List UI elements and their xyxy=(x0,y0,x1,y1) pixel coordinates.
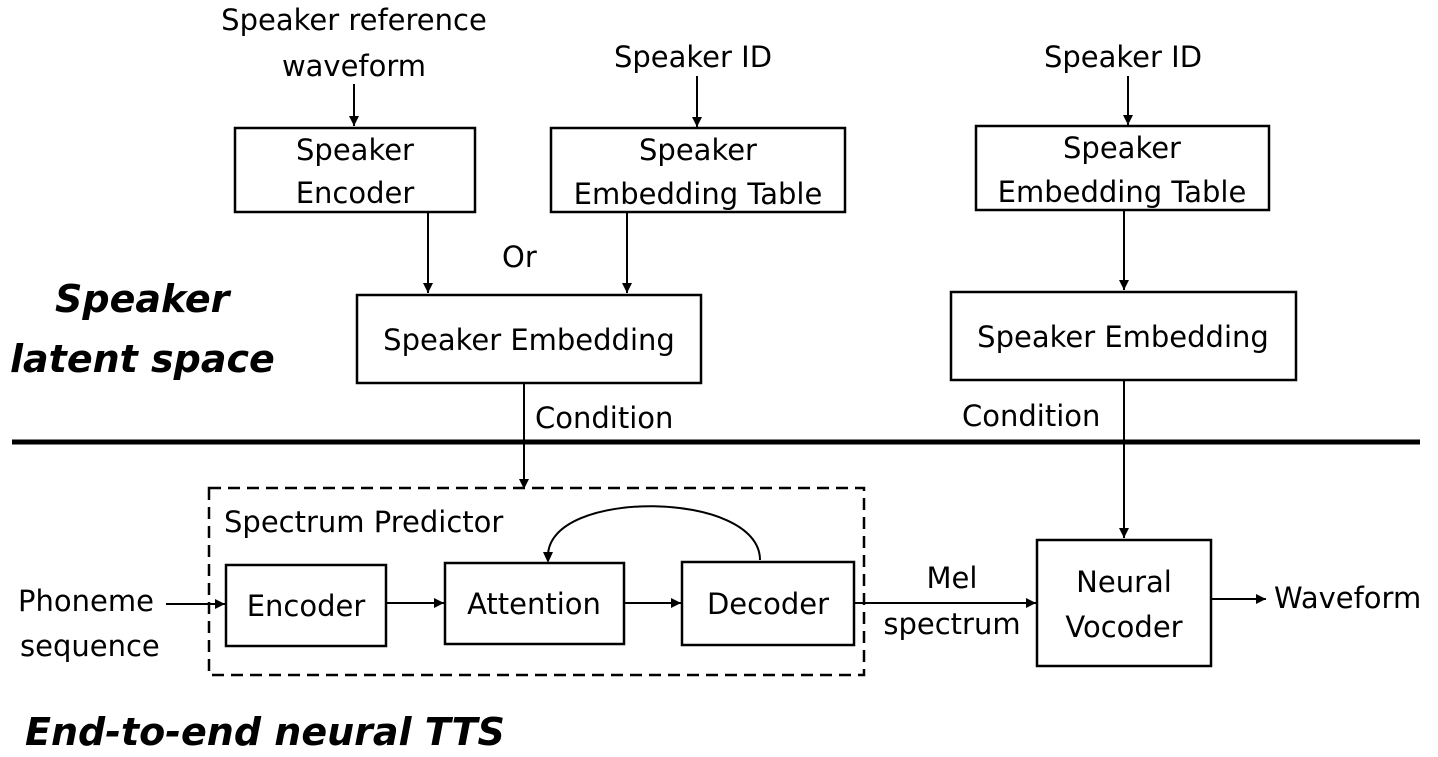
decoder-label: Decoder xyxy=(707,587,829,621)
speaker-encoder-line1: Speaker xyxy=(296,133,414,167)
speaker-id-right-label: Speaker ID xyxy=(1044,40,1202,74)
decoder-box xyxy=(680,560,856,647)
embedding-table-left-line1: Speaker xyxy=(639,133,757,167)
embedding-table-left-line2: Embedding Table xyxy=(574,177,823,211)
speaker-embedding-right-label: Speaker Embedding xyxy=(977,320,1269,354)
encoder-box xyxy=(224,563,388,648)
embedding-table-right-box xyxy=(974,124,1271,212)
waveform-output-label: Waveform xyxy=(1274,581,1421,615)
feedback-arrowhead xyxy=(543,552,553,563)
vocoder-line1: Neural xyxy=(1076,565,1172,599)
condition-left-label: Condition xyxy=(535,401,673,435)
embedding-table-right-line1: Speaker xyxy=(1063,131,1181,165)
embedding-table-left-box xyxy=(549,126,847,214)
decoder-feedback-arc xyxy=(547,505,761,561)
neural-vocoder-box xyxy=(1035,538,1213,668)
speaker-encoder-box xyxy=(233,126,477,214)
encoder-label: Encoder xyxy=(247,589,366,623)
phoneme-label-line1: Phoneme xyxy=(18,584,154,618)
speaker-id-left-label: Speaker ID xyxy=(614,40,772,74)
speaker-encoder-line2: Encoder xyxy=(296,176,415,210)
attention-label: Attention xyxy=(467,587,601,621)
speaker-embedding-left-box xyxy=(355,293,703,385)
speaker-embedding-right-box xyxy=(949,290,1298,382)
spectrum-predictor-label: Spectrum Predictor xyxy=(224,505,503,539)
condition-right-label: Condition xyxy=(962,399,1100,433)
speaker-embedding-left-label: Speaker Embedding xyxy=(383,323,675,357)
phoneme-label-line2: sequence xyxy=(20,629,160,663)
speaker-reference-label-line1: Speaker reference xyxy=(221,3,487,37)
attention-box xyxy=(443,561,626,646)
section-speaker-latent-line2: latent space xyxy=(10,337,275,381)
section-speaker-latent-line1: Speaker xyxy=(55,277,232,321)
vocoder-line2: Vocoder xyxy=(1065,610,1182,644)
spectrum-label: spectrum xyxy=(883,607,1020,641)
section-end-to-end-tts: End-to-end neural TTS xyxy=(25,710,505,754)
spectrum-predictor-group xyxy=(207,486,866,677)
mel-label: Mel xyxy=(927,561,978,595)
or-label: Or xyxy=(502,240,537,274)
speaker-reference-label-line2: waveform xyxy=(282,49,426,83)
embedding-table-right-line2: Embedding Table xyxy=(998,175,1247,209)
